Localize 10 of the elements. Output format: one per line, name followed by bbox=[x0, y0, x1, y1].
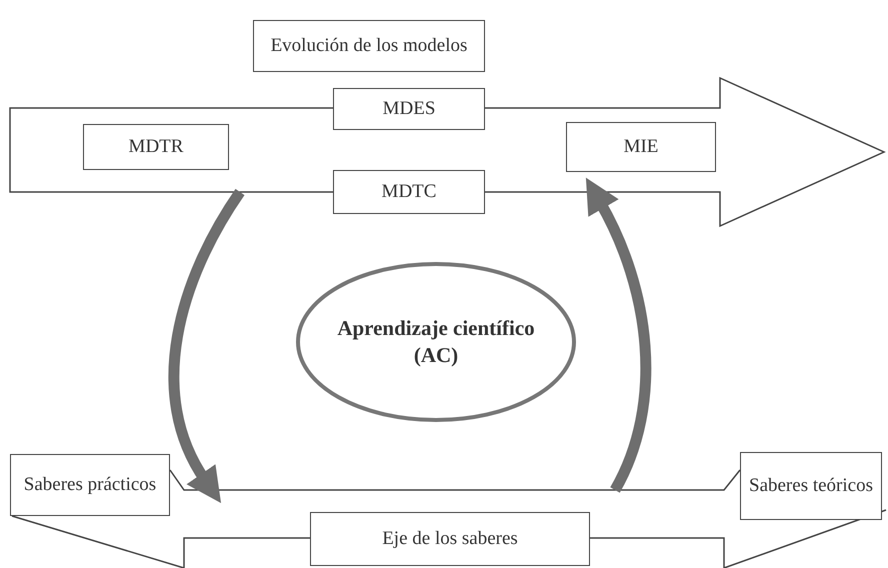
text-box: Evolución de los modelos bbox=[253, 20, 485, 72]
curved-arrow bbox=[586, 177, 652, 492]
text-box: MDTC bbox=[333, 170, 485, 214]
ellipse bbox=[296, 262, 576, 422]
text-box: Saberes teóricos bbox=[740, 452, 882, 520]
curved-arrow bbox=[168, 189, 245, 504]
text-box: Saberes prácticos bbox=[10, 454, 170, 516]
text-box: MIE bbox=[566, 122, 716, 172]
ellipse-label: Aprendizaje científico (AC) bbox=[336, 314, 536, 369]
text-box: MDTR bbox=[83, 124, 229, 170]
